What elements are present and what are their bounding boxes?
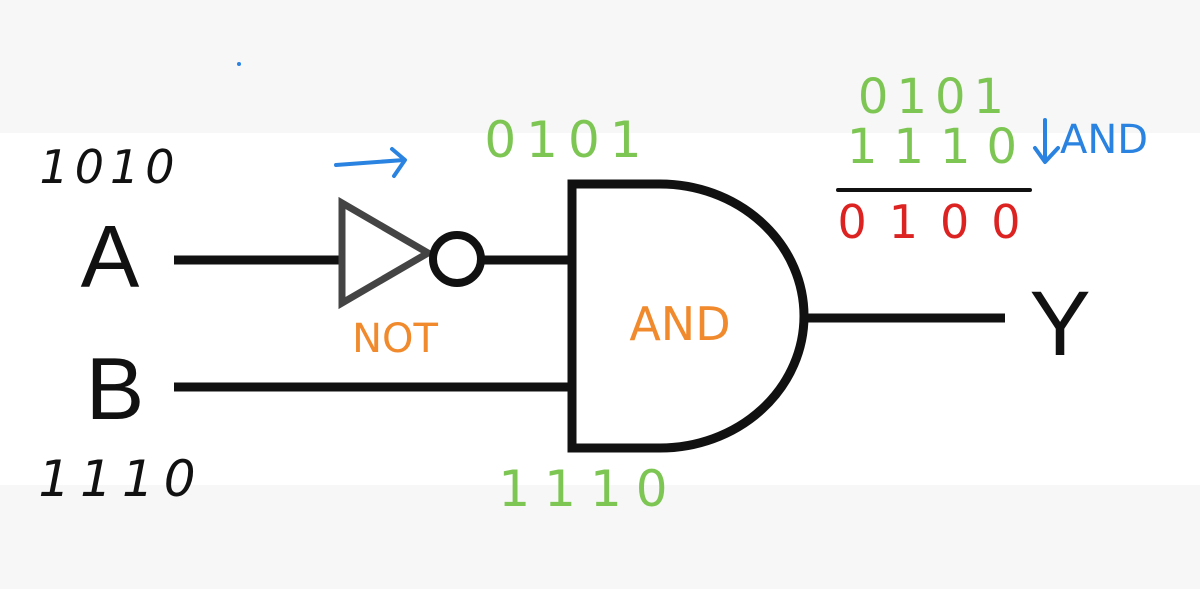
input-a-label: A <box>81 207 140 306</box>
not-gate-bubble <box>429 231 485 287</box>
calc-operation-label: AND <box>1060 117 1148 163</box>
stray-dot <box>237 62 241 66</box>
calc-result-bits: 0100 <box>837 195 1042 249</box>
output-y-label: Y <box>1029 273 1090 375</box>
and-gate-label: AND <box>629 297 730 351</box>
not-gate-label: NOT <box>352 316 438 362</box>
and-b-input-bits: 1110 <box>498 460 681 518</box>
not-gate-triangle <box>338 196 435 310</box>
not-output-bits: 0101 <box>484 111 651 169</box>
arrow-down-icon <box>1033 118 1060 164</box>
input-a-bits: 1010 <box>39 140 180 194</box>
input-b-label: B <box>86 339 145 438</box>
calc-row2-bits: 1110 <box>847 119 1033 175</box>
calc-row1-bits: 0101 <box>858 69 1012 125</box>
and-gate-body <box>567 179 809 453</box>
input-b-bits: 1110 <box>38 450 205 508</box>
arrow-right-icon <box>334 147 407 178</box>
